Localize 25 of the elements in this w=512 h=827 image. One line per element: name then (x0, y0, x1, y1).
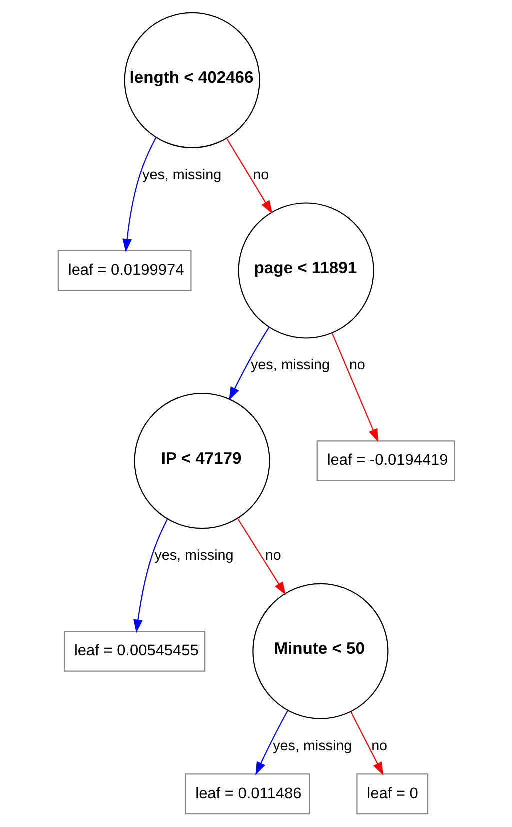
arrow (236, 518, 286, 596)
arrow (133, 519, 168, 634)
node-box: leaf = -0.0194419 (316, 440, 455, 482)
node-box: leaf = 0.0199974 (57, 250, 192, 292)
node-box: leaf = 0 (356, 774, 428, 815)
edge-label: yes, missing (250, 358, 330, 374)
edge-label: no (264, 548, 281, 564)
edge-label: yes, missing (272, 738, 352, 754)
edge-label: yes, missing (154, 548, 234, 564)
node-box: leaf = 0.011486 (184, 774, 310, 815)
node-circle: IP < 47179 (134, 393, 270, 530)
edge-label: yes, missing (142, 167, 222, 184)
node-circle: length < 402466 (124, 12, 260, 148)
arrow (122, 137, 156, 252)
arrow (228, 327, 270, 401)
arrow (331, 333, 378, 442)
edge-label: no (252, 167, 269, 184)
edge-label: no (371, 738, 388, 754)
edge-label: no (348, 358, 365, 374)
node-circle: Minute < 50 (252, 583, 388, 720)
arrow (350, 712, 384, 776)
arrow (226, 138, 272, 214)
node-box: leaf = 0.00545455 (63, 630, 206, 672)
arrow (255, 710, 288, 776)
node-circle: page < 11891 (238, 202, 374, 339)
